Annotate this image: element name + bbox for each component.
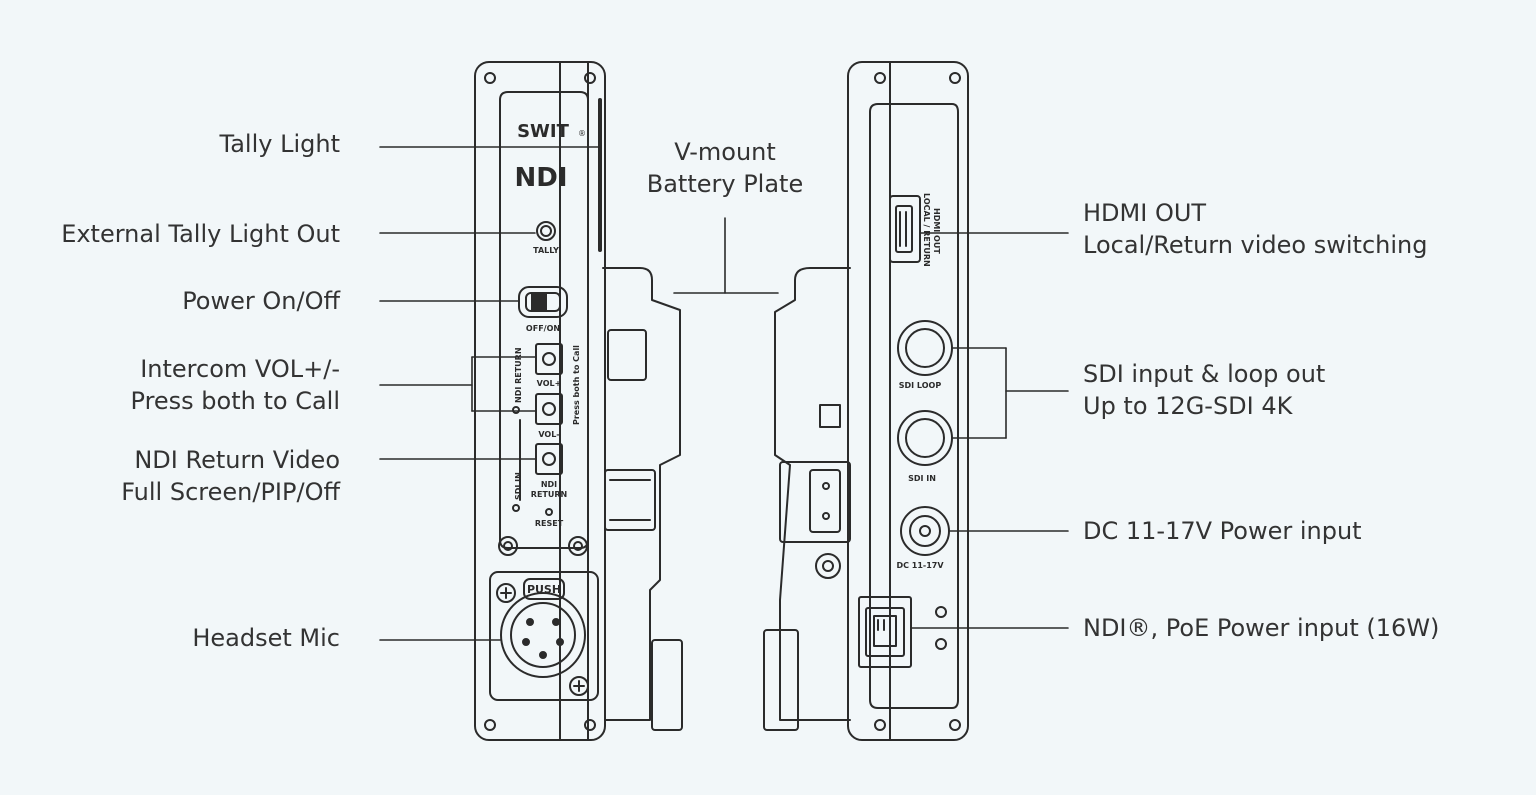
vol-plus-label: VOL+: [537, 379, 562, 388]
external-tally-label: External Tally Light Out: [61, 220, 340, 248]
intercom-label: Intercom VOL+/- Press both to Call: [80, 353, 340, 417]
power-label: Power On/Off: [182, 287, 340, 315]
off-on-label: OFF/ON: [526, 324, 560, 333]
press-both-vertical-label: Press both to Call: [572, 345, 581, 425]
tally-port-label: TALLY: [533, 246, 559, 255]
right-device: [763, 61, 969, 741]
hdmi-out-vertical-label: HDMI OUT: [932, 208, 941, 254]
ethernet-port-icon: [858, 596, 912, 668]
vol-minus-button-icon: [535, 393, 563, 425]
sdi-label-line1: SDI input & loop out: [1083, 360, 1326, 388]
ndi-btn-label-line1: NDI: [541, 480, 557, 489]
ndi-btn-label-line2: RETURN: [531, 490, 567, 499]
intercom-label-line1: Intercom VOL+/-: [140, 355, 340, 383]
local-return-vertical-label: LOCAL / RETURN: [922, 193, 931, 267]
dc-port-icon: [900, 506, 950, 556]
sdi-in-label: SDI IN: [908, 474, 936, 483]
tally-port-icon: [536, 221, 556, 241]
tally-light-label: Tally Light: [219, 130, 340, 158]
ndi-return-label: NDI Return Video Full Screen/PIP/Off: [80, 444, 340, 508]
reset-label: RESET: [535, 519, 564, 528]
left-device: [474, 61, 683, 741]
vmount-label-line2: Battery Plate: [646, 170, 804, 198]
ndi-return-label-line2: Full Screen/PIP/Off: [121, 478, 340, 506]
hdmi-out-label: HDMI OUT Local/Return video switching: [1083, 197, 1427, 261]
ndi-poe-label: NDI®, PoE Power input (16W): [1083, 614, 1440, 642]
hdmi-port-icon: [889, 195, 921, 263]
ndi-return-label-line1: NDI Return Video: [134, 446, 340, 474]
sdi-label-line2: Up to 12G-SDI 4K: [1083, 392, 1293, 420]
vmount-label-line1: V-mount: [674, 138, 776, 166]
hdmi-label-line1: HDMI OUT: [1083, 199, 1207, 227]
headset-mic-label: Headset Mic: [192, 624, 340, 652]
power-switch-icon: [518, 286, 568, 318]
headset-mic-connector-icon: [500, 592, 586, 678]
sdi-label: SDI input & loop out Up to 12G-SDI 4K: [1083, 358, 1325, 422]
intercom-label-line2: Press both to Call: [130, 387, 340, 415]
ndi-logo: NDI: [514, 163, 567, 193]
hdmi-label-line2: Local/Return video switching: [1083, 231, 1428, 259]
vol-minus-label: VOL-: [538, 430, 559, 439]
dc-label: DC 11-17V: [896, 561, 944, 570]
sdi-loop-label: SDI LOOP: [899, 381, 942, 390]
brand-logo: SWIT: [517, 121, 570, 142]
vol-plus-button-icon: [535, 343, 563, 375]
sdi-in-vertical-label: SDI IN: [514, 472, 523, 500]
vmount-label: V-mount Battery Plate: [630, 136, 820, 200]
callout-lines: [379, 146, 1069, 641]
brand-reg-mark: ®: [578, 129, 586, 138]
dc-power-label: DC 11-17V Power input: [1083, 517, 1362, 545]
ndi-return-button-icon: [535, 443, 563, 475]
push-label: PUSH: [527, 583, 561, 596]
ndi-return-vertical-label: NDI RETURN: [514, 347, 523, 403]
